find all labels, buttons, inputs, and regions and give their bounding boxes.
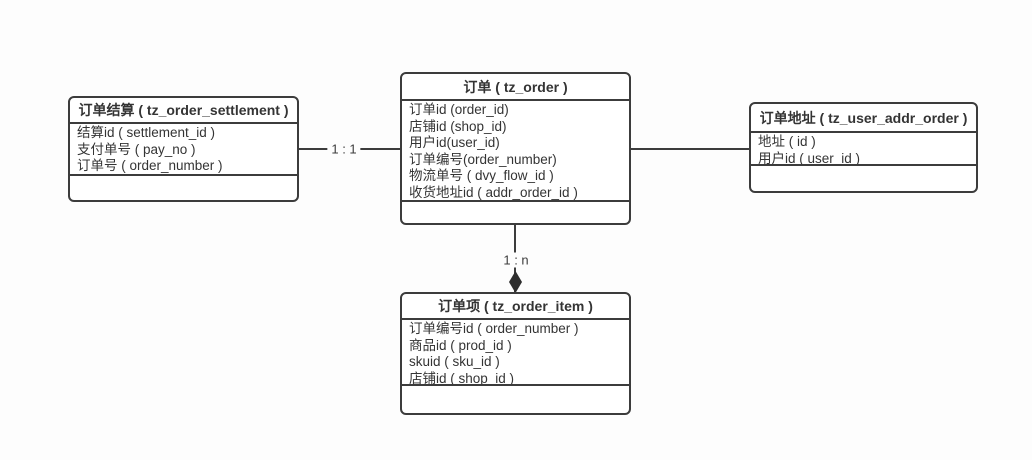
entity-user-addr-order-fields: 地址 ( id )用户id ( user_id ) <box>751 133 976 166</box>
entity-order-fields: 订单id (order_id)店铺id (shop_id)用户id(user_i… <box>402 101 629 202</box>
entity-field: 订单号 ( order_number ) <box>77 158 223 173</box>
entity-order-settlement-empty-section <box>70 176 297 200</box>
entity-order-item-empty-section <box>402 386 629 413</box>
entity-field: 收货地址id ( addr_order_id ) <box>409 184 578 200</box>
entity-order-item-title: 订单项 ( tz_order_item ) <box>402 294 629 320</box>
entity-user-addr-order-empty-section <box>751 166 976 191</box>
entity-user-addr-order-title: 订单地址 ( tz_user_addr_order ) <box>751 104 976 133</box>
entity-field: 用户id(user_id) <box>409 135 500 150</box>
entity-order-item-fields: 订单编号id ( order_number )商品id ( prod_id )s… <box>402 320 629 386</box>
entity-field: 物流单号 ( dvy_flow_id ) <box>409 168 554 183</box>
entity-field: 支付单号 ( pay_no ) <box>77 141 196 157</box>
entity-user-addr-order[interactable]: 订单地址 ( tz_user_addr_order ) 地址 ( id )用户i… <box>749 102 978 193</box>
entity-field: 订单编号id ( order_number ) <box>409 321 579 336</box>
relation-label-one-to-one: 1 : 1 <box>327 141 361 157</box>
entity-order-settlement-title: 订单结算 ( tz_order_settlement ) <box>70 98 297 124</box>
entity-field: 用户id ( user_id ) <box>758 150 861 166</box>
entity-order-title: 订单 ( tz_order ) <box>402 74 629 101</box>
entity-order-item[interactable]: 订单项 ( tz_order_item ) 订单编号id ( order_num… <box>400 292 631 415</box>
entity-field: 店铺id ( shop_id ) <box>409 370 515 386</box>
entity-order-settlement-fields: 结算id ( settlement_id )支付单号 ( pay_no )订单号… <box>70 124 297 176</box>
entity-order-empty-section <box>402 202 629 223</box>
entity-field: 商品id ( prod_id ) <box>409 337 512 353</box>
entity-field: 订单id (order_id) <box>409 102 509 117</box>
entity-field: 店铺id (shop_id) <box>409 118 507 134</box>
entity-order-settlement[interactable]: 订单结算 ( tz_order_settlement ) 结算id ( sett… <box>68 96 299 202</box>
entity-field: 订单编号(order_number) <box>409 151 557 167</box>
entity-order[interactable]: 订单 ( tz_order ) 订单id (order_id)店铺id (sho… <box>400 72 631 225</box>
relation-label-one-to-many: 1 : n <box>499 252 533 268</box>
entity-field: 地址 ( id ) <box>758 134 816 149</box>
entity-field: skuid ( sku_id ) <box>409 354 500 369</box>
entity-field: 结算id ( settlement_id ) <box>77 125 216 140</box>
relation-line-order-addr <box>631 148 749 150</box>
composition-diamond-icon <box>509 271 522 293</box>
